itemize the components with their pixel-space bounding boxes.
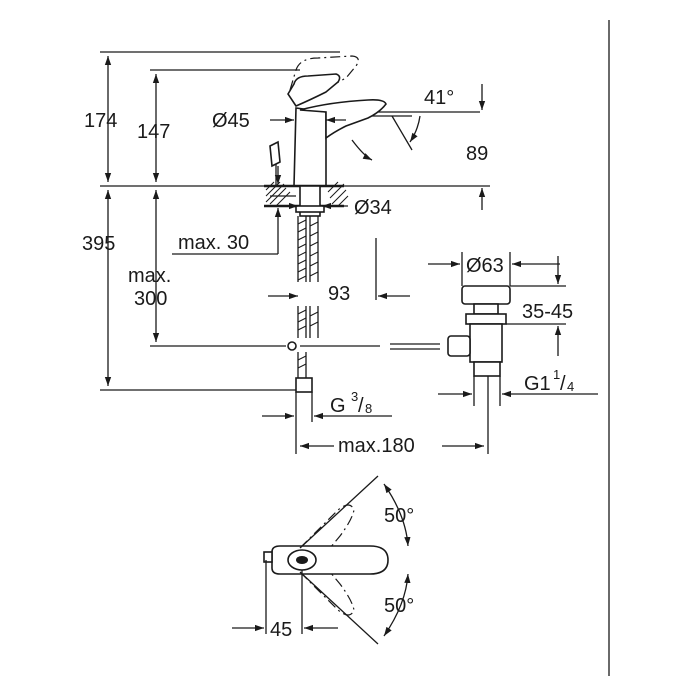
dim-41-arc-right [409, 115, 421, 143]
dim-41-ref [391, 115, 413, 151]
drain-assembly [447, 285, 511, 377]
drain-nut [465, 313, 507, 325]
angle-50-bottom-label: 50° [384, 595, 414, 617]
faucet-spout [299, 99, 387, 140]
angle-50-top-label: 50° [384, 505, 414, 527]
popup-rod [150, 341, 440, 351]
dim-41-arc [351, 139, 373, 161]
top-view-lever-inner [296, 556, 308, 564]
dim-89-label: 89 [466, 143, 488, 165]
dim-300-label: 300 [134, 288, 167, 310]
dim-g114-frac-slash: / [560, 373, 566, 395]
supply-hose-left [297, 216, 307, 378]
lever-open-outline [289, 55, 359, 97]
dim-300-max-label: max. [128, 265, 171, 287]
dim-g38-frac-slash: / [358, 395, 364, 417]
dim-45-label: 45 [270, 619, 292, 641]
deck-hatch-right [327, 181, 349, 207]
dim-93-label: 93 [328, 283, 350, 305]
dim-174-label: 174 [84, 110, 117, 132]
angle-ref-top [299, 475, 379, 549]
dim-d63-label: Ø63 [466, 255, 504, 277]
faucet-body [293, 107, 327, 187]
supply-hose-right [309, 216, 319, 338]
dim-g38-frac-den: 8 [365, 401, 372, 416]
faucet-top-view [263, 504, 389, 616]
angle-arc-bottom [383, 573, 411, 637]
deck-hatch-left [265, 181, 291, 207]
mounting-nut [295, 205, 325, 213]
supply-hose-braid-1 [297, 219, 307, 369]
supply-connector [295, 377, 313, 393]
faucet-lever [287, 73, 341, 107]
dim-180-label-bg [334, 432, 442, 456]
dim-d45-label: Ø45 [212, 110, 250, 132]
dim-g114-frac-num: 1 [553, 367, 560, 382]
faucet-side-view [264, 55, 387, 393]
dim-147-label: 147 [137, 121, 170, 143]
drain-stopper [473, 303, 499, 315]
dim-30-label: max. 30 [178, 232, 249, 254]
top-view-popup [263, 551, 273, 563]
dim-g114-frac-den: 4 [567, 379, 574, 394]
supply-hose-braid-2 [309, 221, 319, 327]
angle-ref-bottom [299, 571, 379, 645]
dim-d34-label: Ø34 [354, 197, 392, 219]
drain-flange [461, 285, 511, 305]
drain-connection [447, 335, 471, 357]
dim-g114-label: G1 [524, 373, 551, 395]
angle-arc-top [383, 483, 411, 547]
dim-41-label: 41° [424, 87, 454, 109]
drain-body [469, 323, 503, 363]
dim-395-label: 395 [82, 233, 115, 255]
dim-g38-label: G [330, 395, 346, 417]
dim-180-label: max.180 [338, 435, 415, 457]
drain-tail [473, 361, 501, 377]
lever-rotated-up [299, 504, 355, 561]
popup-knob [269, 140, 281, 168]
dim-35-45-label: 35-45 [522, 301, 573, 323]
lever-rotated-down [299, 559, 355, 616]
dim-g38-frac-num: 3 [351, 389, 358, 404]
